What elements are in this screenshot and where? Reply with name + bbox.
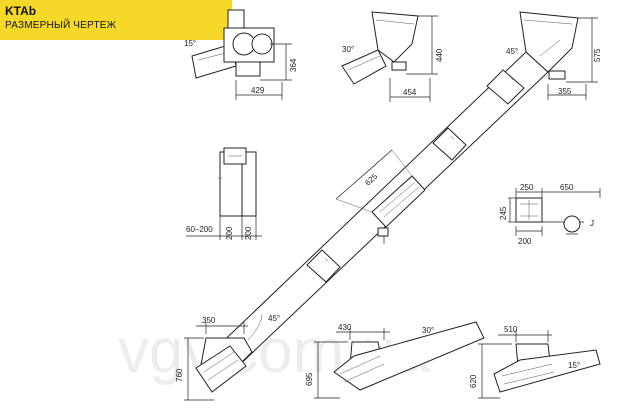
drive-wheel-icon xyxy=(563,215,581,233)
drawing-title: KTAb xyxy=(5,4,37,18)
dim-364: 364 xyxy=(289,58,298,72)
bottom-left-inlet: 350 760 xyxy=(175,316,253,401)
dim-245: 245 xyxy=(499,206,508,220)
dim-695: 695 xyxy=(305,372,314,386)
main-conveyor-tube: 625 45° xyxy=(211,51,549,373)
dim-drive-200: 200 xyxy=(518,237,532,246)
top-middle-head: 440 454 30° xyxy=(341,11,444,102)
motor-icon xyxy=(227,9,245,29)
dim-440: 440 xyxy=(435,48,444,62)
dim-575: 575 xyxy=(593,48,602,62)
module-bracket xyxy=(377,227,389,237)
dim-main-angle: 45° xyxy=(268,314,280,323)
tube-joint-lower xyxy=(306,249,341,283)
dim-top-right-angle: 45° xyxy=(506,47,518,56)
dim-650: 650 xyxy=(560,183,574,192)
tube-joint-upper xyxy=(432,127,467,161)
header-banner: KTAb РАЗМЕРНЫЙ ЧЕРТЕЖ xyxy=(0,0,232,40)
bottom-middle-inlet: 430 30° 695 xyxy=(305,321,485,399)
bottom-right-inlet: 510 15° 620 xyxy=(469,325,601,399)
top-left-head: 364 429 15° xyxy=(184,9,298,100)
dim-350: 350 xyxy=(202,316,216,325)
dim-620: 620 xyxy=(469,374,478,388)
dim-760: 760 xyxy=(175,368,184,382)
inspection-module xyxy=(371,175,426,228)
dim-bottom-middle-angle: 30° xyxy=(422,326,434,335)
dim-side-200-b: 200 xyxy=(244,226,253,240)
dim-625: 625 xyxy=(363,171,379,187)
dim-429: 429 xyxy=(251,86,265,95)
dim-510: 510 xyxy=(504,325,518,334)
dim-250: 250 xyxy=(520,183,534,192)
dim-355: 355 xyxy=(558,87,572,96)
dim-454: 454 xyxy=(403,88,417,97)
tube-joint-top xyxy=(486,69,525,105)
dim-60-200: 60–200 xyxy=(186,225,213,234)
dim-side-200-a: 200 xyxy=(225,226,234,240)
dim-bottom-right-angle: 15° xyxy=(568,361,580,370)
side-view: 60–200 200 200 xyxy=(186,147,262,240)
drive-unit: J 250 650 245 200 xyxy=(499,183,601,246)
drive-label: J xyxy=(590,219,594,228)
dim-top-left-angle: 15° xyxy=(184,39,196,48)
drawing-subtitle: РАЗМЕРНЫЙ ЧЕРТЕЖ xyxy=(5,20,117,31)
dim-top-middle-angle: 30° xyxy=(342,45,354,54)
dim-430: 430 xyxy=(338,323,352,332)
top-right-head: 575 355 45° xyxy=(506,11,602,100)
